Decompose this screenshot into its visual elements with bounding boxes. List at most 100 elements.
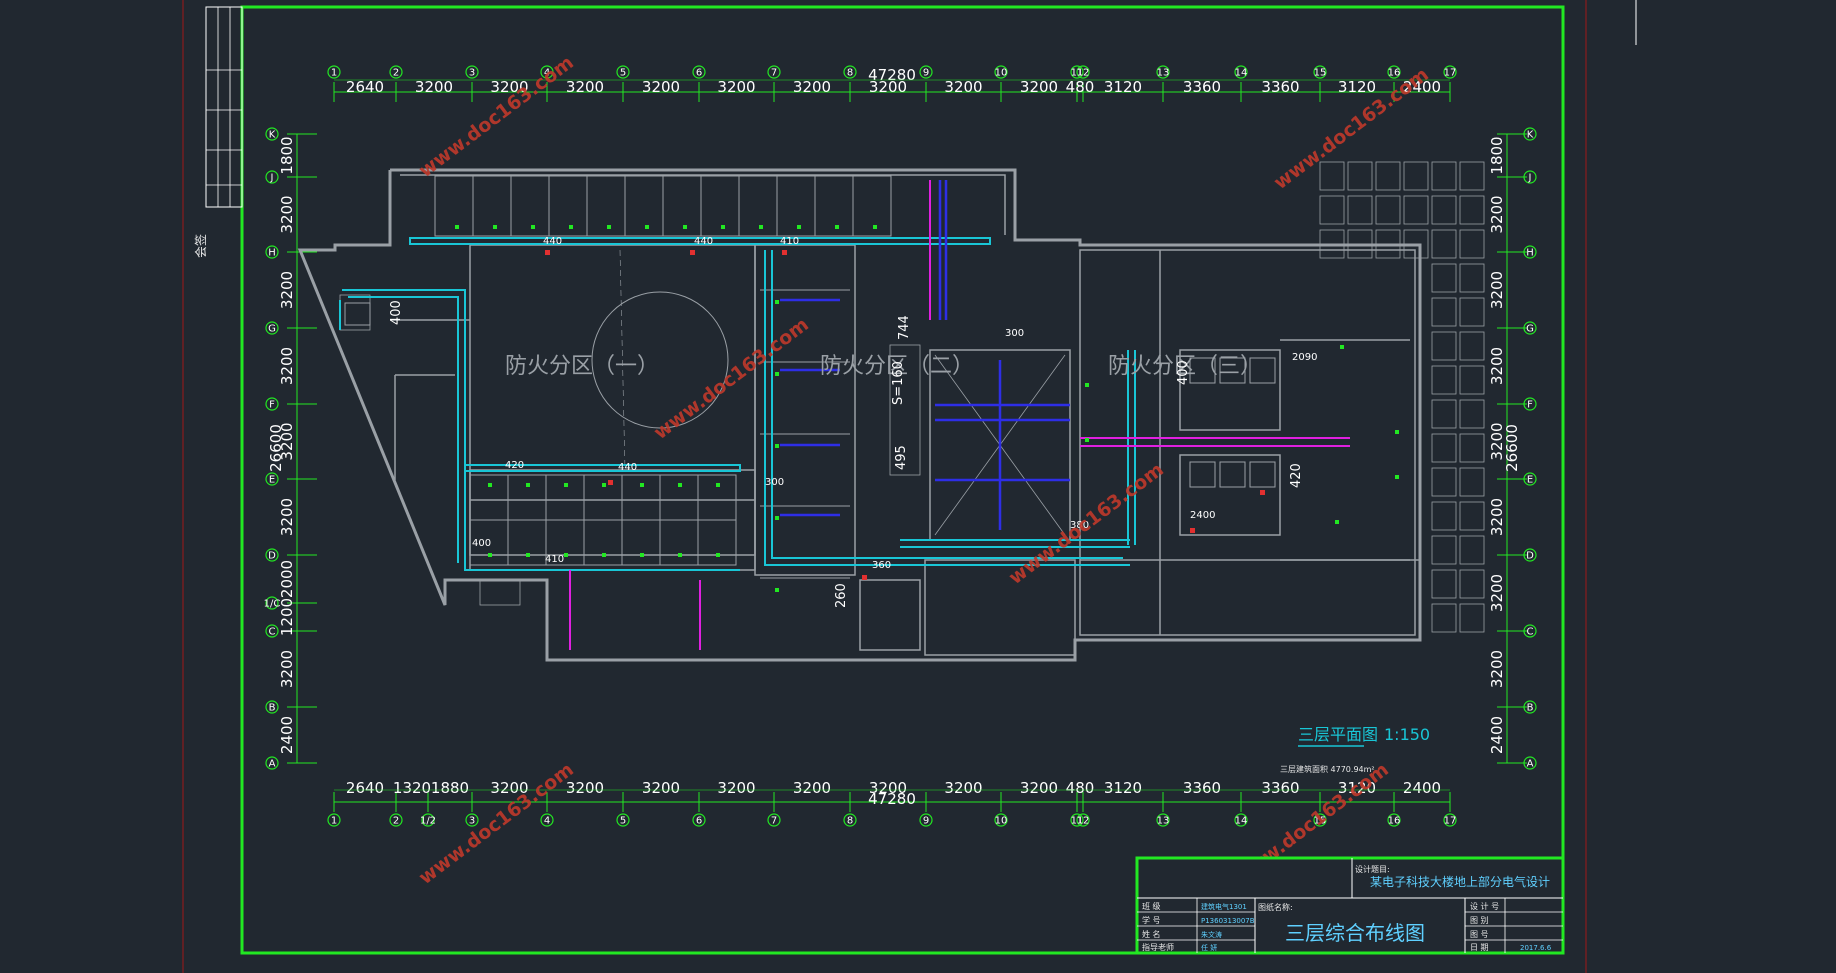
grid-axis-bubble [1387,813,1401,827]
info-outlet [455,225,459,229]
grid-axis-bubble [919,813,933,827]
information-outlets [455,225,1399,592]
dimension-value: 3200 [869,779,907,797]
overall-width-bottom: 47280 [868,790,916,808]
info-outlet [759,225,763,229]
fire-zone-2-label: 防火分区（二） [820,354,974,379]
tray-size-label: 300 [1005,328,1024,339]
grid-axis-bubble [265,624,279,638]
hatch-cell [1347,161,1373,191]
hatch-cell [1431,467,1457,497]
grid-axis-bubble [265,245,279,259]
grid-axis-bubble [265,548,279,562]
grid-axis-label: H [1526,248,1534,259]
grid-axis-bubble [616,813,630,827]
grid-axis-bubble [1443,813,1457,827]
elevator-cores [344,302,1276,488]
hatch-cell [1431,535,1457,565]
hatch-cell [1431,331,1457,361]
dimension-value: 3200 [1488,498,1506,536]
tray-size-label: 420 [505,460,524,471]
hatch-cell [1459,365,1485,395]
grid-axis-label: 9 [923,816,929,827]
hatch-cell [1459,229,1485,259]
overall-height-left: 26600 [267,424,285,472]
dimension-value: 2400 [1403,78,1441,96]
grid-axis-label: 2 [393,68,399,79]
grid-axis-bubble [327,813,341,827]
dimension-value: 2640 [346,78,384,96]
dimension-value: 3200 [717,779,755,797]
grid-axis-label: 6 [696,816,702,827]
hatch-cell [1459,467,1485,497]
grid-axis-label: F [1527,400,1533,411]
dimension-value: 3200 [490,779,528,797]
grid-axis-label: 12 [1077,816,1090,827]
dimension-value: 3200 [278,650,296,688]
tray-size-label: 360 [872,560,891,571]
info-outlet [678,553,682,557]
grid-axis-label: 3 [469,816,475,827]
consolidation-point [690,250,695,255]
plan-area: 三层建筑面积 4770.94m² [1280,764,1375,774]
grid-axis-bubble [843,65,857,79]
office-partitions-bottom [469,289,850,579]
grid-axis-bubble [265,397,279,411]
grid-axis-bubble [1523,472,1537,486]
grid-axis-bubble [1523,397,1537,411]
drawing-name: 三层综合布线图 [1285,921,1425,945]
grid-axis-label: 10 [995,68,1008,79]
hatch-cell [1431,569,1457,599]
grid-axis-bubble [265,596,279,610]
info-outlet [531,225,535,229]
tray-size-label: 440 [543,236,562,247]
info-outlet [607,225,611,229]
tb-row-value: 2017.6.6 [1520,944,1552,952]
grid-axis-bubble [465,813,479,827]
dimension-value: 3200 [566,779,604,797]
grid-axis-label: 8 [847,68,853,79]
grid-axis-bubble [265,170,279,184]
grid-axis-bubble [1234,65,1248,79]
tray-size-label: 400 [472,538,491,549]
info-outlet [488,483,492,487]
hatch-cell [1403,195,1429,225]
hatch-cell [1459,433,1485,463]
office-cubicle [434,175,474,237]
grid-axis-bubble [265,756,279,770]
exterior-walls [297,168,1422,662]
grid-axis-label: 7 [771,68,777,79]
grid-axis-bubble [465,65,479,79]
grid-axis-bubble [327,65,341,79]
dimension-value: 3200 [1488,650,1506,688]
conduits [780,180,1070,530]
grid-axis-label: H [268,248,276,259]
info-outlet [640,483,644,487]
consolidation-point [545,250,550,255]
office-cubicle [852,175,892,237]
grid-axis-label: 9 [923,68,929,79]
tray-size-label: S=160 [891,361,906,405]
dimension-value: 3200 [1488,574,1506,612]
hatch-cell [1431,399,1457,429]
dimension-value: 3200 [278,422,296,460]
grid-axis-bubble [265,472,279,486]
grid-axis-label: 4 [544,816,550,827]
grid-axis-label: 1/C [264,599,281,610]
grid-axis-label: 16 [1388,816,1401,827]
hatch-cell [1459,161,1485,191]
info-outlet [678,483,682,487]
dimension-value: 3200 [793,78,831,96]
overall-width-top: 47280 [868,66,916,84]
grid-axis-label: 5 [620,68,626,79]
grid-axis-bubble [767,813,781,827]
grid-axis-bubble [1523,245,1537,259]
info-outlet [716,483,720,487]
grid-axis-label: G [1526,324,1534,335]
grid-axis-label: F [269,400,275,411]
dimension-value: 1800 [1488,136,1506,174]
hatch-cell [1431,161,1457,191]
